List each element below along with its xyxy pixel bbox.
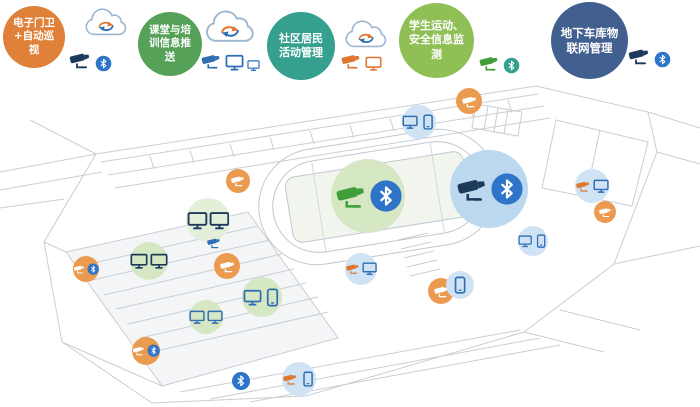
cloud-sync-icon <box>342 20 390 52</box>
map-node <box>130 242 168 280</box>
map-node <box>446 271 474 299</box>
cctv-camera-icon <box>455 172 489 206</box>
cloud-sync-icon <box>82 8 130 40</box>
map-node <box>456 88 482 114</box>
map-node <box>189 300 223 334</box>
device-cluster-garage <box>627 44 671 68</box>
device-cluster-sports <box>478 52 520 74</box>
cctv-camera-icon <box>627 44 651 68</box>
cctv-camera-icon <box>598 205 612 219</box>
monitor-icon <box>362 261 377 276</box>
map-node <box>202 231 226 255</box>
cctv-camera-icon <box>219 258 236 275</box>
bluetooth-badge-icon <box>369 179 403 213</box>
map-node <box>73 256 99 282</box>
bluetooth-badge-icon <box>490 172 524 206</box>
feature-bubble-classroom-push: 课堂与培训信息推送 <box>138 12 202 76</box>
smartphone-icon <box>534 234 548 248</box>
monitor-icon <box>209 210 230 231</box>
map-node <box>575 169 609 203</box>
monitor-icon <box>189 309 205 325</box>
smartphone-icon <box>420 114 436 130</box>
monitor-icon <box>150 252 168 270</box>
feature-bubble-gate-patrol: 电子门卫+自动巡视 <box>3 6 65 68</box>
bluetooth-badge-icon <box>95 55 112 72</box>
device-cluster-gate <box>68 48 112 72</box>
monitor-icon <box>402 114 418 130</box>
smartphone-icon <box>451 276 469 294</box>
cctv-camera-icon <box>461 93 478 110</box>
cloud-sync-icon <box>202 10 258 47</box>
cctv-camera-icon <box>340 50 362 72</box>
cctv-camera-icon <box>478 52 500 74</box>
map-node <box>186 198 230 242</box>
monitor-icon <box>130 252 148 270</box>
map-node <box>282 362 316 396</box>
device-cluster-community <box>340 50 382 72</box>
cctv-camera-icon <box>206 235 222 251</box>
bluetooth-icon <box>235 375 247 387</box>
bluetooth-badge-icon <box>503 57 520 74</box>
cctv-camera-icon <box>230 173 246 189</box>
monitor-icon <box>518 234 532 248</box>
map-node <box>518 226 548 256</box>
monitor-icon <box>593 178 609 194</box>
monitor-icon <box>247 59 260 72</box>
feature-bubble-community-activity: 社区居民活动管理 <box>267 12 335 80</box>
map-node <box>594 201 616 223</box>
smartphone-icon <box>300 371 316 387</box>
map-node <box>242 277 282 317</box>
smartphone-icon <box>263 288 282 307</box>
cctv-camera-icon <box>282 371 298 387</box>
cctv-camera-icon <box>200 50 222 72</box>
map-node <box>214 253 240 279</box>
cctv-camera-icon <box>132 344 145 357</box>
feature-bubble-sports-safety: 学生运动、安全信息监测 <box>399 3 474 78</box>
device-cluster-classroom <box>200 50 260 72</box>
cctv-camera-icon <box>73 263 85 275</box>
monitor-icon <box>207 309 223 325</box>
map-node <box>232 372 250 390</box>
map-node <box>345 253 377 285</box>
cctv-camera-icon <box>334 179 368 213</box>
cctv-camera-icon <box>68 48 92 72</box>
bluetooth-badge-icon <box>147 344 160 357</box>
map-node <box>402 105 436 139</box>
monitor-icon <box>187 210 208 231</box>
feature-bubble-garage-iot: 地下车库物联网管理 <box>551 2 628 79</box>
map-node <box>132 337 160 365</box>
bluetooth-badge-icon <box>654 51 671 68</box>
monitor-icon <box>243 288 262 307</box>
monitor-icon <box>365 55 382 72</box>
map-node <box>331 159 405 233</box>
monitor-icon <box>225 53 244 72</box>
cctv-camera-icon <box>345 261 360 276</box>
cctv-camera-icon <box>575 178 591 194</box>
bluetooth-badge-icon <box>87 263 99 275</box>
map-node <box>226 169 250 193</box>
map-node <box>450 150 528 228</box>
